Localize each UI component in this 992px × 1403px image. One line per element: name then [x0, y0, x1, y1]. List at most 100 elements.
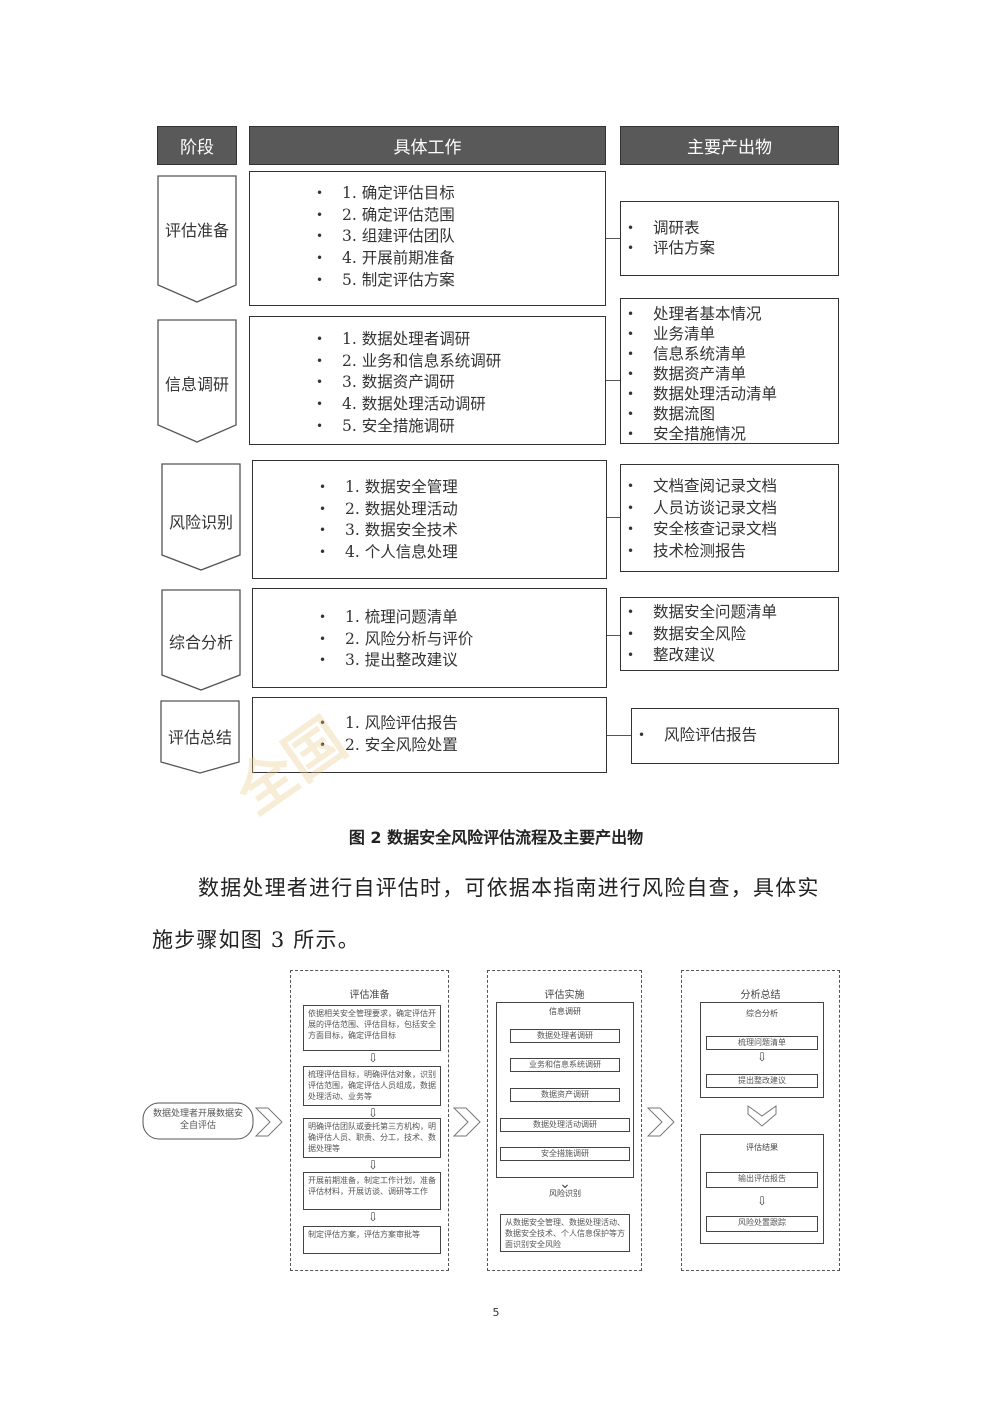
work-item: 5. 制定评估方案 — [316, 270, 605, 292]
work-item: 5. 安全措施调研 — [316, 416, 605, 438]
work-box: 1. 确定评估目标 2. 确定评估范围 3. 组建评估团队 4. 开展前期准备 … — [249, 171, 606, 306]
chevron-down-icon — [747, 1105, 777, 1127]
stage-label: 评估准备 — [164, 221, 229, 240]
item-box: 提出整改建议 — [706, 1074, 818, 1088]
work-item: 1. 梳理问题清单 — [319, 607, 606, 629]
panel-prepare — [290, 970, 449, 1271]
panel-summary — [681, 970, 840, 1271]
work-item: 2. 安全风险处置 — [319, 735, 606, 757]
output-item: 信息系统清单 — [627, 344, 838, 364]
work-item: 3. 提出整改建议 — [319, 650, 606, 672]
output-box: 处理者基本情况 业务清单 信息系统清单 数据资产清单 数据处理活动清单 数据流图… — [620, 298, 839, 444]
group-title: 风险识别 — [549, 1189, 581, 1198]
work-item: 2. 风险分析与评价 — [319, 629, 606, 651]
work-box: 1. 数据安全管理 2. 数据处理活动 3. 数据安全技术 4. 个人信息处理 — [252, 460, 607, 579]
connector-line — [607, 635, 620, 637]
header-stage: 阶段 — [157, 126, 237, 165]
output-item: 风险评估报告 — [638, 725, 838, 747]
work-item: 4. 个人信息处理 — [319, 542, 606, 564]
work-item: 4. 数据处理活动调研 — [316, 394, 605, 416]
work-item: 2. 确定评估范围 — [316, 205, 605, 227]
group-title: 综合分析 — [746, 1009, 778, 1018]
panel-title: 评估实施 — [544, 990, 585, 1001]
item-box: 输出评估报告 — [706, 1172, 818, 1188]
item-box: 风险处置跟踪 — [706, 1216, 818, 1232]
item-box: 业务和信息系统调研 — [510, 1058, 620, 1072]
output-item: 数据资产清单 — [627, 364, 838, 384]
arrow-down-icon: ⇩ — [367, 1106, 379, 1120]
work-box: 1. 风险评估报告 2. 安全风险处置 — [252, 697, 607, 773]
panel-title: 分析总结 — [740, 990, 781, 1001]
item-box: 安全措施调研 — [500, 1147, 630, 1161]
arrow-down-icon: ⇩ — [756, 1050, 768, 1064]
connector-line — [606, 238, 620, 240]
output-box: 文档查阅记录文档 人员访谈记录文档 安全核查记录文档 技术检测报告 — [620, 464, 839, 572]
step-box: 制定评估方案，评估方案审批等 — [303, 1226, 441, 1254]
start-label: 数据处理者开展数据安全自评估 — [152, 1109, 243, 1131]
work-item: 1. 确定评估目标 — [316, 183, 605, 205]
output-item: 评估方案 — [627, 238, 838, 258]
arrow-down-icon: ⇩ — [367, 1051, 379, 1065]
item-box: 数据资产调研 — [510, 1088, 620, 1102]
panel-implement — [487, 970, 642, 1271]
chevron-right-icon — [646, 1107, 675, 1137]
chevron-down-icon: ⌄ — [559, 1176, 571, 1192]
work-box: 1. 梳理问题清单 2. 风险分析与评价 3. 提出整改建议 — [252, 588, 607, 688]
header-output: 主要产出物 — [620, 126, 839, 165]
stage-chevron: 信息调研 — [157, 319, 237, 443]
item-box: 数据处理活动调研 — [500, 1118, 630, 1132]
item-box: 数据处理者调研 — [510, 1029, 620, 1043]
output-item: 业务清单 — [627, 324, 838, 344]
stage-chevron: 综合分析 — [161, 589, 241, 691]
group-title: 评估结果 — [746, 1143, 778, 1152]
work-item: 1. 数据处理者调研 — [316, 329, 605, 351]
work-item: 3. 组建评估团队 — [316, 226, 605, 248]
output-item: 技术检测报告 — [627, 541, 838, 563]
step-box: 开展前期准备，制定工作计划，准备评估材料，开展访谈、调研等工作 — [303, 1172, 441, 1210]
output-item: 数据安全风险 — [627, 624, 838, 646]
stage-label: 综合分析 — [168, 633, 233, 652]
output-item: 调研表 — [627, 218, 838, 238]
group-title: 信息调研 — [549, 1007, 581, 1016]
work-item: 2. 数据处理活动 — [319, 499, 606, 521]
survey-group — [496, 1002, 634, 1178]
stage-label: 风险识别 — [168, 513, 233, 532]
connector-line — [607, 517, 620, 519]
work-item: 1. 数据安全管理 — [319, 477, 606, 499]
output-item: 数据流图 — [627, 404, 838, 424]
stage-chevron: 评估准备 — [157, 175, 237, 303]
arrow-down-icon: ⇩ — [367, 1210, 379, 1224]
output-item: 文档查阅记录文档 — [627, 476, 838, 498]
output-item: 处理者基本情况 — [627, 304, 838, 324]
start-box: 数据处理者开展数据安全自评估 — [142, 1102, 254, 1140]
stage-chevron: 评估总结 — [160, 700, 240, 774]
step-box: 明确评估团队或委托第三方机构，明确评估人员、职责、分工，技术、数据处理等 — [303, 1118, 441, 1158]
output-box: 调研表 评估方案 — [620, 201, 839, 276]
output-box: 风险评估报告 — [631, 708, 839, 764]
step-box: 梳理评估目标，明确评估对象，识别评估范围，确定评估人员组成，数据处理活动、业务等 — [303, 1066, 441, 1106]
work-box: 1. 数据处理者调研 2. 业务和信息系统调研 3. 数据资产调研 4. 数据处… — [249, 316, 606, 445]
paragraph-line-1: 数据处理者进行自评估时，可依据本指南进行风险自查，具体实 — [198, 876, 820, 900]
figure-2-caption: 图 2 数据安全风险评估流程及主要产出物 — [348, 828, 644, 847]
output-box: 数据安全问题清单 数据安全风险 整改建议 — [620, 597, 839, 671]
connector-line — [607, 735, 631, 737]
chevron-right-icon — [254, 1107, 283, 1137]
work-item: 2. 业务和信息系统调研 — [316, 351, 605, 373]
output-item: 数据安全问题清单 — [627, 602, 838, 624]
page-number: 5 — [492, 1306, 500, 1319]
work-item: 3. 数据安全技术 — [319, 520, 606, 542]
item-box: 梳理问题清单 — [706, 1036, 818, 1050]
arrow-down-icon: ⇩ — [756, 1194, 768, 1208]
connector-line — [606, 380, 620, 382]
stage-label: 评估总结 — [167, 728, 232, 747]
output-item: 数据处理活动清单 — [627, 384, 838, 404]
stage-chevron: 风险识别 — [161, 463, 241, 571]
analysis-group — [700, 1002, 824, 1098]
paragraph-line-2: 施步骤如图 3 所示。 — [152, 928, 360, 952]
stage-label: 信息调研 — [164, 375, 229, 394]
header-work: 具体工作 — [249, 126, 606, 165]
result-group — [700, 1134, 824, 1244]
output-item: 整改建议 — [627, 645, 838, 667]
work-item: 3. 数据资产调研 — [316, 372, 605, 394]
chevron-right-icon — [452, 1107, 481, 1137]
